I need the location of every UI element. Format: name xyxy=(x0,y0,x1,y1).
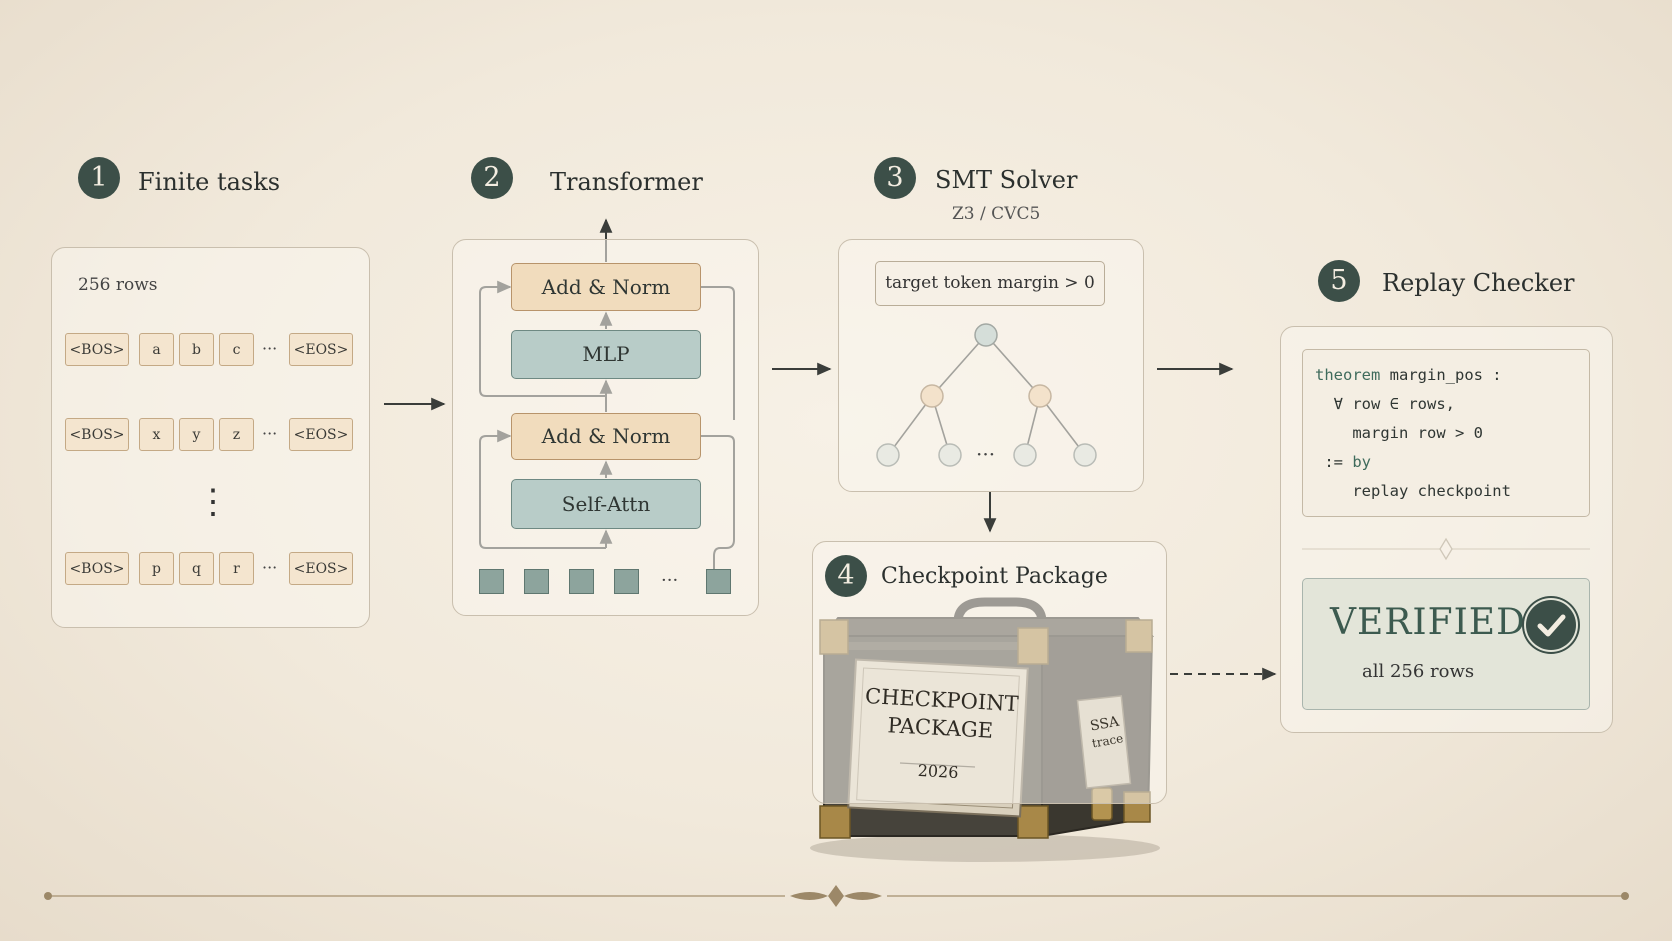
input-token-square xyxy=(524,569,549,594)
theorem-code-box xyxy=(1302,349,1590,517)
task-token-ellipsis: ··· xyxy=(262,339,278,358)
rows-vertical-ellipsis: ⋮ xyxy=(196,482,230,522)
task-token: y xyxy=(179,418,214,451)
task-token: c xyxy=(219,333,254,366)
task-token: r xyxy=(219,552,254,585)
code-line-4: := by xyxy=(1315,453,1371,471)
task-token: q xyxy=(179,552,214,585)
step-5-badge: 5 xyxy=(1318,260,1360,302)
step-1-badge: 1 xyxy=(78,157,120,199)
solver-subtitle: Z3 / CVC5 xyxy=(952,204,1041,224)
code-line-2: ∀ row ∈ rows, xyxy=(1315,395,1455,413)
tree-ellipsis: ··· xyxy=(976,442,996,466)
code-line-5: replay checkpoint xyxy=(1315,482,1511,500)
add-norm-bottom-block: Add & Norm xyxy=(511,413,701,460)
task-token: b xyxy=(179,333,214,366)
code-line-3: margin row > 0 xyxy=(1315,424,1483,442)
verified-label: VERIFIED xyxy=(1330,602,1526,643)
checkpoint-package-panel xyxy=(812,541,1167,804)
rows-count-label: 256 rows xyxy=(78,275,158,295)
input-token-square xyxy=(569,569,594,594)
mlp-block: MLP xyxy=(511,330,701,379)
step-3-title: SMT Solver xyxy=(935,166,1078,194)
task-token: <EOS> xyxy=(289,552,353,585)
step-3-badge: 3 xyxy=(874,157,916,199)
step-2-badge: 2 xyxy=(471,157,513,199)
code-line-1: theorem margin_pos : xyxy=(1315,366,1502,384)
input-token-square xyxy=(706,569,731,594)
task-token: <EOS> xyxy=(289,333,353,366)
task-token-ellipsis: ··· xyxy=(262,424,278,443)
input-token-square xyxy=(614,569,639,594)
code-text: margin_pos : xyxy=(1380,366,1502,384)
solver-query-box: target token margin > 0 xyxy=(875,261,1105,306)
step-1-title: Finite tasks xyxy=(138,168,281,196)
task-token: <BOS> xyxy=(65,333,129,366)
task-token: z xyxy=(219,418,254,451)
step-4-badge: 4 xyxy=(825,555,867,597)
trunk-label-line2: PACKAGE xyxy=(887,713,994,743)
bottom-ornament-icon xyxy=(790,885,882,907)
trunk-side-tag: SSA trace xyxy=(1084,713,1129,751)
rule-end-dot xyxy=(44,892,52,900)
add-norm-top-block: Add & Norm xyxy=(511,263,701,311)
verified-subtitle: all 256 rows xyxy=(1362,661,1475,682)
rule-end-dot xyxy=(1621,892,1629,900)
verified-check-icon xyxy=(1526,600,1576,650)
task-token: <BOS> xyxy=(65,552,129,585)
step-2-title: Transformer xyxy=(550,168,703,196)
task-token: x xyxy=(139,418,174,451)
self-attn-block: Self-Attn xyxy=(511,479,701,529)
task-token: p xyxy=(139,552,174,585)
task-token: <BOS> xyxy=(65,418,129,451)
step-5-title: Replay Checker xyxy=(1382,269,1575,297)
code-keyword-by: by xyxy=(1352,453,1371,471)
trunk-label: CHECKPOINT PACKAGE 2026 xyxy=(858,684,1023,785)
task-token: <EOS> xyxy=(289,418,353,451)
step-4-title: Checkpoint Package xyxy=(881,564,1108,589)
task-token-ellipsis: ··· xyxy=(262,558,278,577)
task-token: a xyxy=(139,333,174,366)
input-token-ellipsis: ··· xyxy=(661,570,679,591)
input-token-square xyxy=(479,569,504,594)
code-keyword-theorem: theorem xyxy=(1315,366,1381,384)
checkmark-icon xyxy=(1537,614,1566,637)
code-operator: := xyxy=(1315,453,1353,471)
